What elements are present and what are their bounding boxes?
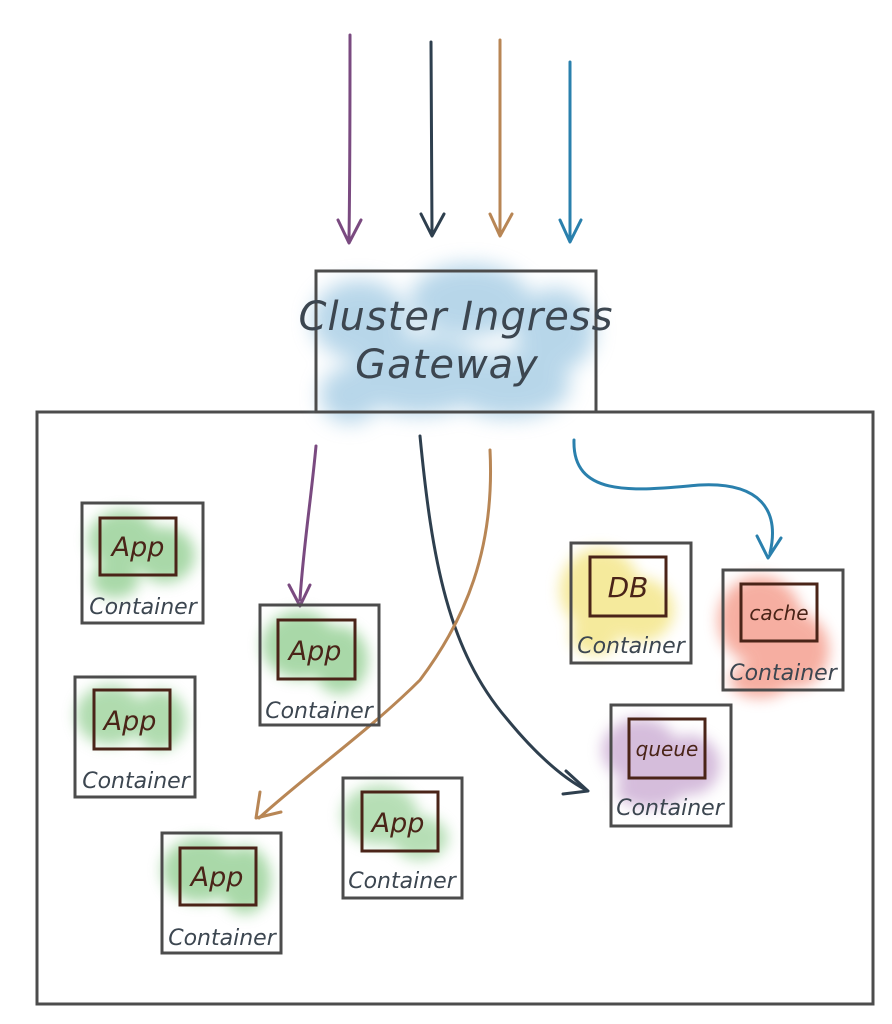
container-app-4-box <box>341 776 464 900</box>
incoming-arrowhead-navy <box>419 212 446 238</box>
gateway-box <box>314 269 598 414</box>
container-app-5-inner <box>178 846 258 907</box>
incoming-arrow-navy <box>429 40 434 234</box>
route-blue-head <box>755 534 783 560</box>
container-app-5-box <box>160 831 283 955</box>
container-queue-caption: Container <box>616 796 725 821</box>
container-app-5-label: App <box>189 862 244 893</box>
container-app-1-caption: Container <box>89 595 198 620</box>
container-queue-inner <box>627 717 707 780</box>
container-cache-inner <box>739 582 819 643</box>
container-app-5-caption: Container <box>168 926 277 951</box>
container-app-3-box <box>73 675 197 799</box>
container-app-1-wash <box>88 510 195 598</box>
container-app-2-inner <box>276 618 357 681</box>
container-db-label: DB <box>608 571 649 604</box>
container-db-caption: Container <box>577 634 686 659</box>
container-db[interactable]: DB Container <box>560 541 693 665</box>
container-cache-box <box>721 568 845 692</box>
route-purple <box>298 444 318 602</box>
container-app-1[interactable]: App Container <box>80 501 205 625</box>
container-queue-label: queue <box>636 737 699 761</box>
incoming-arrowhead-purple <box>336 218 363 245</box>
container-app-3-inner <box>92 688 172 751</box>
container-app-4-inner <box>360 790 440 853</box>
container-queue-wash <box>602 718 720 808</box>
container-app-1-box <box>80 501 205 625</box>
container-app-4[interactable]: App Container <box>341 776 464 900</box>
container-cache[interactable]: cache Container <box>718 568 845 698</box>
container-queue-box <box>609 703 733 828</box>
container-app-2[interactable]: App Container <box>258 603 381 727</box>
container-app-2-caption: Container <box>265 699 374 724</box>
route-navy <box>418 434 588 792</box>
container-app-4-caption: Container <box>348 869 457 894</box>
routing-arrows <box>254 434 783 820</box>
gateway-title-line2: Gateway <box>355 342 539 388</box>
container-app-1-inner <box>98 516 178 577</box>
incoming-arrows <box>336 33 583 245</box>
container-db-box <box>569 541 693 665</box>
container-app-4-label: App <box>370 808 425 839</box>
gateway-title-line1: Cluster Ingress <box>299 294 614 340</box>
container-db-inner <box>588 555 668 618</box>
incoming-arrow-purple <box>347 33 352 240</box>
container-cache-wash <box>718 576 829 698</box>
container-app-2-label: App <box>287 636 342 667</box>
incoming-arrowhead-tan <box>488 212 514 238</box>
container-app-2-box <box>258 603 381 727</box>
container-app-3-caption: Container <box>82 769 191 794</box>
container-queue[interactable]: queue Container <box>602 703 733 828</box>
gateway-wash <box>312 264 595 423</box>
ingress-gateway[interactable]: Cluster Ingress Gateway <box>299 264 614 423</box>
route-navy-head <box>561 769 590 796</box>
container-cache-caption: Container <box>729 661 838 686</box>
container-app-3[interactable]: App Container <box>73 675 197 799</box>
container-cache-label: cache <box>749 601 808 625</box>
route-tan <box>257 448 493 820</box>
container-db-wash <box>560 548 674 655</box>
container-app-1-label: App <box>110 532 165 563</box>
container-app-3-label: App <box>102 706 157 737</box>
container-app-5[interactable]: App Container <box>160 831 283 955</box>
route-blue <box>572 438 774 555</box>
incoming-arrowhead-blue <box>558 218 583 244</box>
route-tan-head <box>254 790 283 820</box>
